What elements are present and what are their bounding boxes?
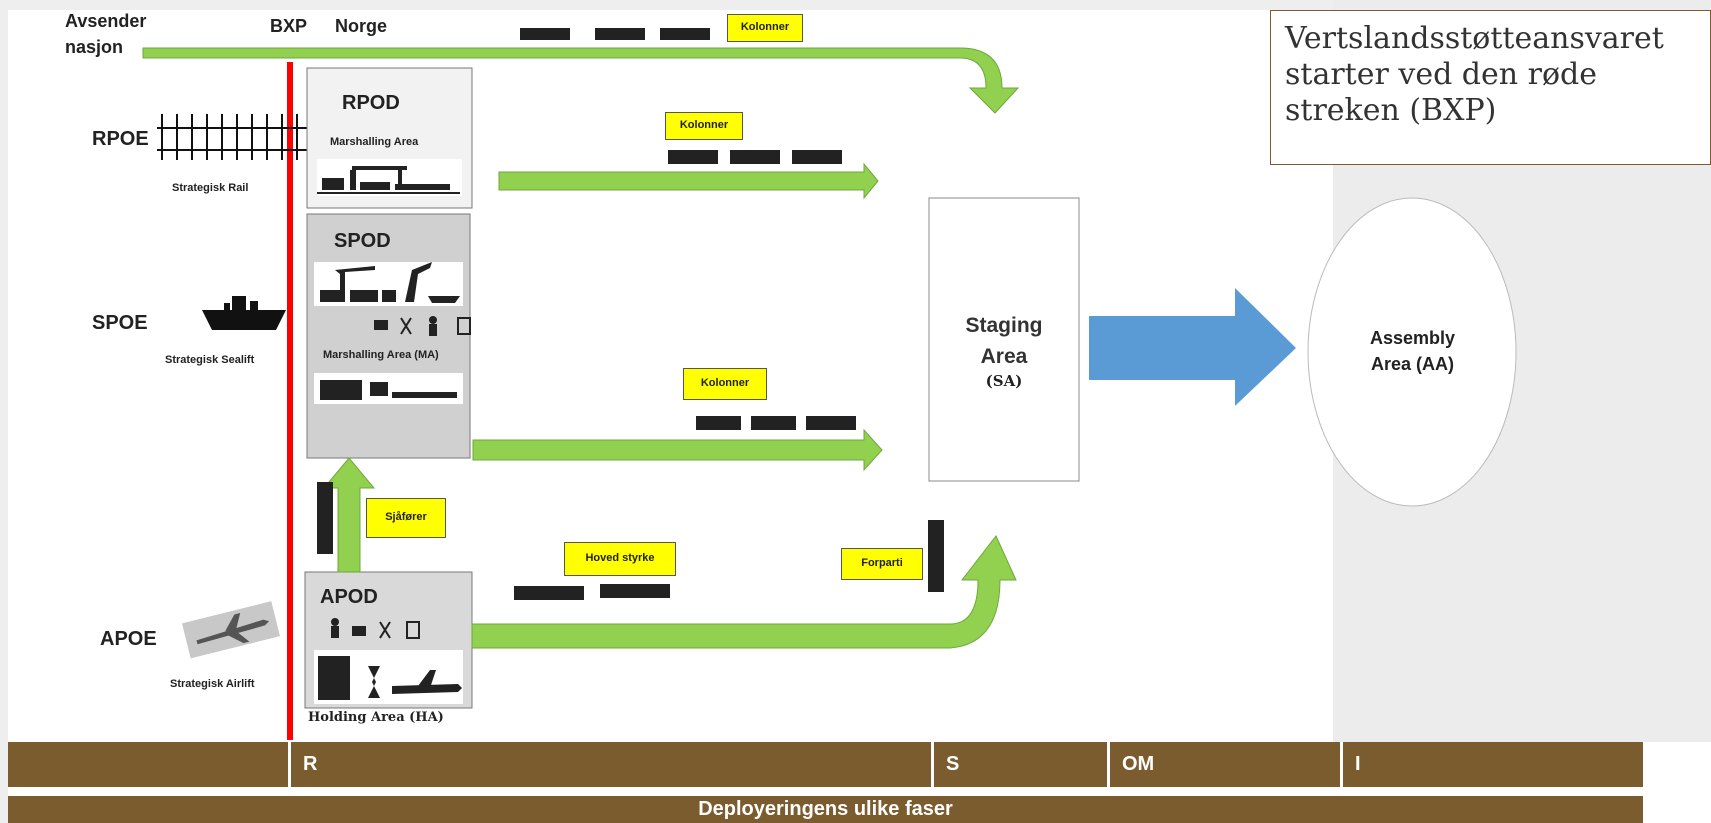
- sender-nation-label: Avsender nasjon: [65, 11, 147, 57]
- bus-icons: [514, 584, 670, 600]
- background-left-margin: [0, 0, 8, 823]
- arrow-staging-to-assembly: [1089, 288, 1296, 406]
- tag-advance: Forparti: [841, 548, 923, 580]
- rpoe-label: RPOE: [92, 128, 149, 150]
- phase-bar: R S OM I: [8, 742, 1643, 787]
- host-nation-note: Vertslandsstøtteansvaret starter ved den…: [1270, 10, 1711, 165]
- staging-area-box: [928, 197, 1080, 482]
- spod-marshalling-label: Marshalling Area (MA): [323, 349, 439, 361]
- norway-label: Norge: [335, 16, 388, 36]
- convoy-top-icon: [520, 28, 710, 40]
- phase-i: I: [1343, 742, 1643, 787]
- bus-vertical-icon: [317, 482, 333, 554]
- spod-box: [306, 213, 471, 459]
- convoy-sea-icon: [696, 416, 856, 430]
- bus-advance-icon: [928, 520, 944, 592]
- convoy-rail-icon: [668, 150, 842, 164]
- rail-yard-icon: [317, 159, 462, 196]
- phase-r: R: [291, 742, 931, 787]
- phase-caption: Deployeringens ulike faser: [8, 796, 1643, 823]
- tag-kolonner-top: Kolonner: [727, 14, 803, 42]
- phase-empty: [8, 742, 288, 787]
- spod-title: SPOD: [334, 230, 391, 252]
- assembly-area-ellipse: [1307, 197, 1517, 507]
- arrow-spod-to-staging: [472, 428, 883, 472]
- spoe-label: SPOE: [92, 312, 148, 334]
- bxp-line: [287, 62, 293, 740]
- apoe-label: APOE: [100, 628, 157, 650]
- tag-kolonner-rail: Kolonner: [665, 112, 743, 140]
- apod-services-icons: [331, 618, 420, 639]
- strategic-rail-label: Strategisk Rail: [172, 182, 249, 194]
- port-cranes-icon: [314, 262, 463, 306]
- apod-title: APOD: [320, 586, 378, 608]
- ship-icon: [202, 296, 286, 330]
- strategic-airlift-label: Strategisk Airlift: [170, 678, 255, 690]
- rpod-marshalling-label: Marshalling Area: [330, 136, 419, 148]
- tag-drivers: Sjåfører: [366, 498, 446, 538]
- phase-om: OM: [1110, 742, 1340, 787]
- staging-area-text: Staging Area (SA): [929, 310, 1079, 390]
- arrow-apod-to-spod: [322, 457, 376, 573]
- airport-icon: [314, 650, 463, 704]
- marshalling-area-icon: [314, 373, 463, 404]
- arrow-rpod-to-staging: [498, 162, 879, 200]
- arrow-apod-to-staging: [471, 535, 1017, 649]
- strategic-sealift-label: Strategisk Sealift: [165, 354, 255, 366]
- rail-track-icon: [157, 114, 317, 160]
- bxp-label: BXP: [270, 16, 308, 36]
- assembly-area-text: Assembly Area (AA): [1369, 328, 1456, 374]
- staging-area-title: Staging Area: [965, 314, 1043, 368]
- arrow-sender-to-staging: [142, 47, 1020, 114]
- airlift-plane-icon: [181, 601, 280, 659]
- holding-area-label: Holding Area (HA): [308, 710, 444, 725]
- tag-kolonner-sea: Kolonner: [683, 368, 767, 400]
- tag-main-force: Hoved styrke: [564, 542, 676, 576]
- spod-services-icons: [374, 316, 471, 336]
- phase-s: S: [934, 742, 1107, 787]
- staging-area-abbr: (SA): [985, 372, 1023, 390]
- rpod-title: RPOD: [342, 92, 400, 114]
